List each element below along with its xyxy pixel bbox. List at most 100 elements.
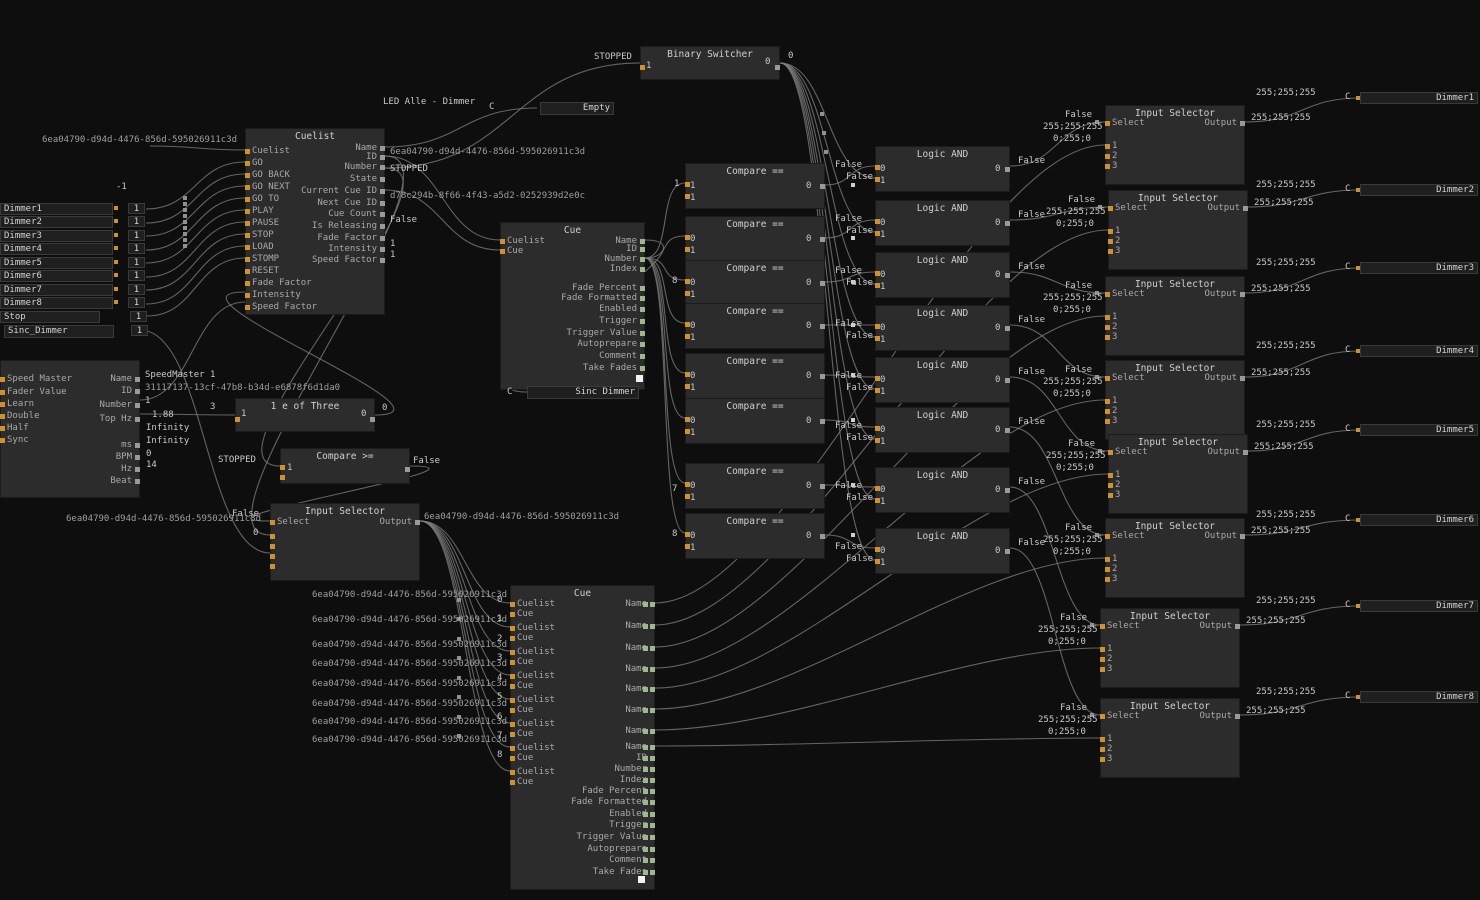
input-pin[interactable] <box>0 390 5 395</box>
iobox[interactable]: Dimmer1 <box>0 203 113 215</box>
output-pin[interactable] <box>650 800 655 805</box>
output-pin[interactable] <box>1005 273 1010 278</box>
input-pin[interactable] <box>1100 737 1105 742</box>
output-pin[interactable] <box>820 374 825 379</box>
input-pin[interactable] <box>510 698 515 703</box>
iobox[interactable]: 1 <box>128 203 145 214</box>
output-pin[interactable] <box>643 823 648 828</box>
iobox[interactable]: Sinc Dimmer <box>527 386 639 399</box>
output-pin[interactable] <box>1005 167 1010 172</box>
input-pin[interactable] <box>1105 292 1110 297</box>
output-pin[interactable] <box>1243 450 1248 455</box>
output-pin[interactable] <box>650 812 655 817</box>
node-logic-and-6[interactable]: Logic AND <box>875 407 1010 453</box>
iobox[interactable]: 1 <box>131 325 148 336</box>
input-pin[interactable] <box>510 626 515 631</box>
iobox[interactable]: 1 <box>128 230 145 241</box>
output-pin[interactable] <box>643 778 648 783</box>
iobox[interactable]: Dimmer5 <box>1360 424 1478 436</box>
output-pin[interactable] <box>1240 292 1245 297</box>
output-pin[interactable] <box>650 858 655 863</box>
output-pin[interactable] <box>640 286 645 291</box>
iobox[interactable]: Dimmer5 <box>0 257 113 269</box>
output-pin[interactable] <box>650 870 655 875</box>
input-pin[interactable] <box>510 708 515 713</box>
input-pin[interactable] <box>1100 714 1105 719</box>
input-pin[interactable] <box>245 281 250 286</box>
output-pin[interactable] <box>643 602 648 607</box>
input-pin[interactable] <box>245 221 250 226</box>
input-pin[interactable] <box>1105 335 1110 340</box>
output-pin[interactable] <box>643 767 648 772</box>
output-pin[interactable] <box>380 212 385 217</box>
node-logic-and-3[interactable]: Logic AND <box>875 252 1010 298</box>
input-pin[interactable] <box>245 185 250 190</box>
output-pin[interactable] <box>820 281 825 286</box>
output-pin[interactable] <box>643 667 648 672</box>
output-pin[interactable] <box>650 687 655 692</box>
iobox[interactable]: Dimmer4 <box>1360 345 1478 357</box>
input-pin[interactable] <box>245 161 250 166</box>
input-pin[interactable] <box>510 780 515 785</box>
node-logic-and-1[interactable]: Logic AND <box>875 146 1010 192</box>
input-pin[interactable] <box>245 173 250 178</box>
iobox[interactable]: Dimmer4 <box>0 243 113 255</box>
output-pin[interactable] <box>650 823 655 828</box>
output-pin[interactable] <box>380 189 385 194</box>
iobox[interactable]: Dimmer2 <box>1360 184 1478 196</box>
output-pin[interactable] <box>380 155 385 160</box>
output-pin[interactable] <box>380 258 385 263</box>
input-pin[interactable] <box>1105 419 1110 424</box>
output-pin[interactable] <box>643 729 648 734</box>
iobox[interactable]: Dimmer2 <box>0 216 113 228</box>
input-pin[interactable] <box>510 770 515 775</box>
output-pin[interactable] <box>640 319 645 324</box>
input-pin[interactable] <box>1100 757 1105 762</box>
iobox[interactable]: 1 <box>128 284 145 295</box>
input-pin[interactable] <box>510 722 515 727</box>
input-pin[interactable] <box>270 554 275 559</box>
output-pin[interactable] <box>135 467 140 472</box>
output-pin[interactable] <box>640 342 645 347</box>
output-pin[interactable] <box>650 729 655 734</box>
input-pin[interactable] <box>235 417 240 422</box>
output-pin[interactable] <box>820 237 825 242</box>
input-pin[interactable] <box>245 149 250 154</box>
iobox[interactable]: Empty <box>540 102 614 115</box>
input-pin[interactable] <box>1105 557 1110 562</box>
input-pin[interactable] <box>1108 473 1113 478</box>
output-pin[interactable] <box>370 417 375 422</box>
output-pin[interactable] <box>650 778 655 783</box>
iobox[interactable]: Dimmer8 <box>0 297 113 309</box>
output-pin[interactable] <box>650 767 655 772</box>
input-pin[interactable] <box>270 544 275 549</box>
iobox[interactable]: 1 <box>128 216 145 227</box>
node-compare-eq-7[interactable]: Compare == <box>685 463 825 509</box>
output-pin[interactable] <box>820 484 825 489</box>
output-pin[interactable] <box>650 756 655 761</box>
output-pin[interactable] <box>650 789 655 794</box>
node-logic-and-5[interactable]: Logic AND <box>875 357 1010 403</box>
output-pin[interactable] <box>135 403 140 408</box>
output-pin[interactable] <box>1235 624 1240 629</box>
output-pin[interactable] <box>650 646 655 651</box>
node-compare-eq-6[interactable]: Compare == <box>685 398 825 444</box>
node-compare-eq-2[interactable]: Compare == <box>685 216 825 262</box>
output-pin[interactable] <box>650 667 655 672</box>
input-pin[interactable] <box>1105 154 1110 159</box>
node-compare-eq-4[interactable]: Compare == <box>685 303 825 349</box>
output-pin[interactable] <box>643 870 648 875</box>
input-pin[interactable] <box>245 245 250 250</box>
output-pin[interactable] <box>643 646 648 651</box>
input-pin[interactable] <box>1105 399 1110 404</box>
input-pin[interactable] <box>0 377 5 382</box>
output-pin[interactable] <box>650 745 655 750</box>
input-pin[interactable] <box>510 732 515 737</box>
